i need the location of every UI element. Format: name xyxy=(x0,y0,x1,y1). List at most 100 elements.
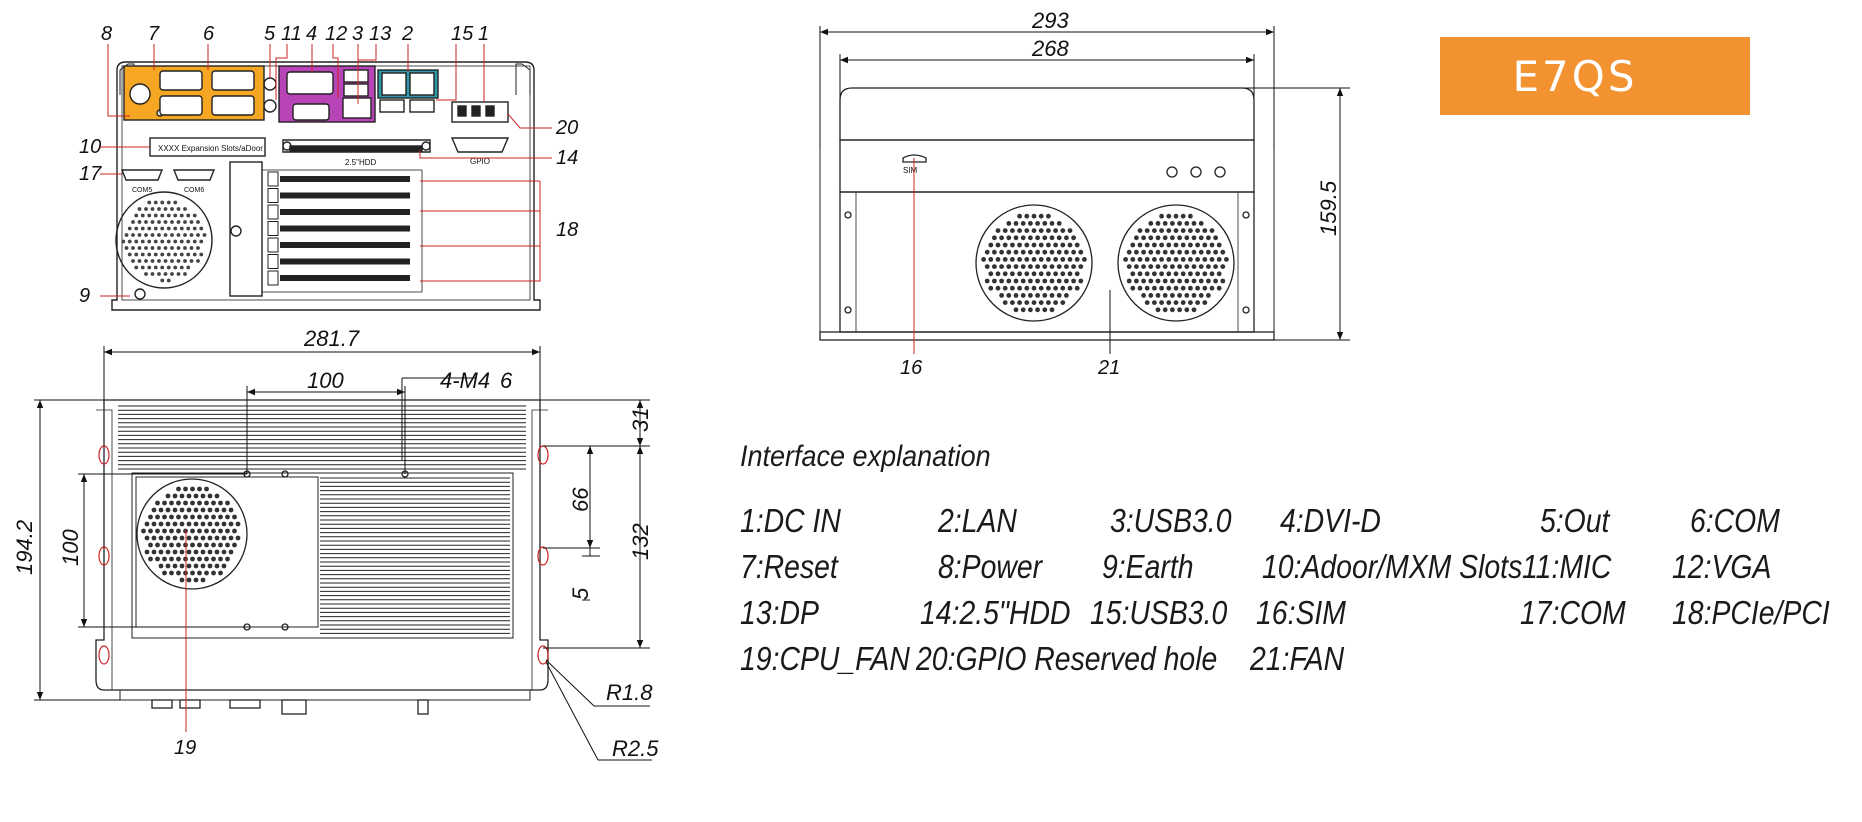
vent-hole xyxy=(183,220,187,224)
vent-hole xyxy=(232,528,237,534)
vent-hole xyxy=(1216,242,1222,248)
vent-hole xyxy=(1170,278,1175,284)
vent-hole xyxy=(179,493,185,499)
vent-hole xyxy=(176,259,181,263)
vent-hole xyxy=(157,246,161,250)
vent-hole xyxy=(214,535,220,541)
vent-hole xyxy=(1130,271,1136,277)
vent-hole xyxy=(1195,228,1200,234)
vent-hole xyxy=(157,272,161,276)
vent-hole xyxy=(232,542,237,548)
vent-hole xyxy=(163,220,168,224)
vent-hole xyxy=(218,556,223,562)
legend-item: 1:DC IN xyxy=(740,502,841,539)
vent-hole xyxy=(162,556,167,562)
vent-hole xyxy=(1177,235,1182,241)
vent-hole xyxy=(1038,228,1044,234)
vent-hole xyxy=(1046,257,1051,262)
vent-hole xyxy=(166,226,171,231)
vent-hole xyxy=(1010,228,1015,234)
vent-hole xyxy=(199,226,204,231)
vent-hole xyxy=(211,542,216,548)
vent-hole xyxy=(1038,285,1044,291)
vent-hole xyxy=(1028,235,1033,241)
vent-hole xyxy=(137,246,142,250)
vent-hole xyxy=(1049,264,1055,269)
vent-hole xyxy=(137,207,142,211)
pcie-slot xyxy=(280,258,410,265)
vent-hole xyxy=(1042,221,1048,226)
vent-hole xyxy=(1177,307,1182,313)
vent-hole xyxy=(151,549,157,555)
vent-hole xyxy=(141,528,146,534)
vent-hole xyxy=(218,542,223,548)
vent-hole xyxy=(153,239,158,244)
vent-hole xyxy=(131,246,135,250)
vent-hole xyxy=(172,549,178,555)
vent-hole xyxy=(1148,235,1154,241)
vent-hole xyxy=(172,521,178,527)
callout-20: 20 xyxy=(555,117,578,139)
vent-hole xyxy=(1144,242,1150,248)
vent-hole xyxy=(218,500,223,506)
vent-hole xyxy=(1017,300,1022,305)
dim-bottom-width: 281.7 xyxy=(303,326,360,351)
vent-hole xyxy=(1180,271,1186,277)
vent-hole xyxy=(1206,235,1211,241)
vent-hole xyxy=(1074,271,1080,277)
vent-hole xyxy=(162,570,167,576)
vent-hole xyxy=(1170,249,1175,255)
vent-hole xyxy=(1035,249,1040,255)
vent-hole xyxy=(211,570,216,576)
vent-hole xyxy=(225,528,230,534)
vent-hole xyxy=(155,514,160,520)
vent-hole xyxy=(1152,228,1157,234)
vent-hole xyxy=(1028,293,1033,298)
vent-hole xyxy=(1134,264,1139,269)
vent-hole xyxy=(992,235,997,241)
vent-hole xyxy=(218,570,223,576)
vent-hole xyxy=(179,252,184,257)
vent-hole xyxy=(151,535,157,541)
vent-hole xyxy=(1064,278,1069,284)
vent-hole xyxy=(1166,257,1172,262)
vent-hole xyxy=(1148,278,1154,284)
vent-hole xyxy=(225,514,230,520)
side-dimensions xyxy=(819,26,1350,354)
vent-hole xyxy=(179,226,184,231)
vent-hole xyxy=(1188,300,1193,305)
vent-hole xyxy=(1177,293,1182,298)
legend-item: 7:Reset xyxy=(740,548,838,585)
vent-hole xyxy=(1024,213,1030,219)
vent-hole xyxy=(1031,300,1037,305)
vent-hole xyxy=(183,259,187,263)
pcie-bracket xyxy=(267,188,279,203)
vent-hole xyxy=(1162,221,1168,226)
pcie-bracket xyxy=(267,237,279,253)
vent-hole xyxy=(1031,213,1037,219)
callout-17: 17 xyxy=(79,163,102,185)
vent-hole xyxy=(214,549,220,555)
vent-hole xyxy=(200,535,206,541)
com-a-label: COM5 xyxy=(132,187,152,194)
vent-hole xyxy=(1053,300,1058,305)
vent-hole xyxy=(1060,228,1066,234)
vent-hole xyxy=(197,570,202,576)
legend-title: Interface explanation xyxy=(740,440,991,473)
legend-item: 12:VGA xyxy=(1672,548,1772,585)
vent-hole xyxy=(162,514,167,520)
vent-hole xyxy=(225,542,230,548)
vent-hole xyxy=(1002,271,1008,277)
vent-hole xyxy=(1198,249,1204,255)
vent-hole xyxy=(179,535,185,541)
vent-hole xyxy=(1049,235,1055,241)
vent-hole xyxy=(1180,228,1186,234)
vent-hole xyxy=(190,500,195,506)
model-name: E7QS xyxy=(1512,51,1638,101)
vent-hole xyxy=(1024,228,1030,234)
vent-hole xyxy=(157,207,161,211)
vent-hole xyxy=(204,570,209,576)
vent-hole xyxy=(207,507,213,513)
legend-item: 13:DP xyxy=(740,594,819,631)
vent-hole xyxy=(169,556,174,562)
